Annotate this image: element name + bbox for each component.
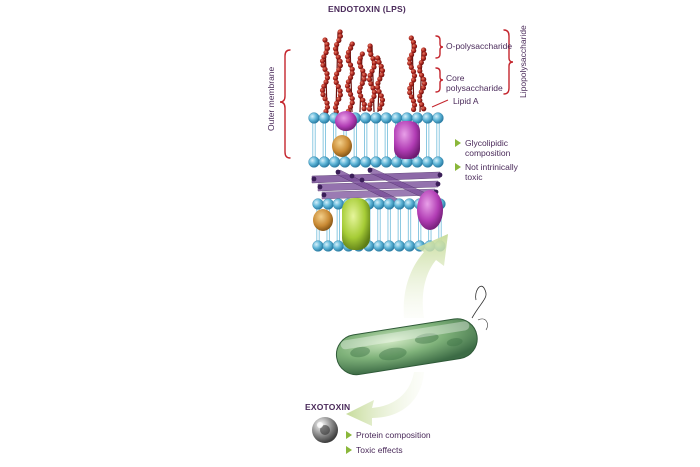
bullet-triangle-icon (455, 139, 461, 147)
core-bracket (435, 67, 444, 93)
bullet-triangle-icon (346, 431, 352, 439)
lipid-a-label: Lipid A (453, 96, 479, 106)
lipid-a-pointer (431, 99, 449, 108)
lps-chain (375, 55, 386, 113)
exotoxin-title: EXOTOXIN (305, 402, 351, 412)
endotoxin-property-1-line2: composition (465, 148, 511, 158)
lps-chain (332, 29, 343, 115)
endotoxin-property-1-line1: Glycolipidic (465, 138, 508, 148)
lps-chain (356, 51, 367, 113)
bullet-triangle-icon (346, 446, 352, 454)
arrow-down-left-icon (346, 372, 424, 426)
inner-membrane-protein-icon (417, 190, 443, 230)
lps-chain (344, 41, 355, 114)
outer-membrane-label: Outer membrane (266, 66, 276, 131)
transmembrane-protein-icon (342, 198, 370, 250)
exotoxin-sphere-icon (312, 417, 338, 443)
lps-chain (417, 47, 428, 113)
exotoxin-property-2-text: Toxic effects (356, 445, 403, 455)
core-label-line2: polysaccharide (446, 83, 503, 93)
endotoxin-property-1: Glycolipidic composition (455, 138, 510, 158)
o-polysaccharide-label: O-polysaccharide (446, 41, 513, 51)
lps-chain (407, 35, 418, 113)
endotoxin-property-2: Not intrinically toxic (455, 162, 518, 182)
lipopolysaccharide-bracket (503, 29, 514, 95)
arrow-up-icon (403, 234, 448, 318)
o-polysaccharide-bracket (435, 35, 444, 59)
bacterium-icon (335, 285, 488, 376)
exotoxin-property-1-text: Protein composition (356, 430, 431, 440)
endotoxin-property-1-text: Glycolipidic composition (465, 138, 510, 158)
bullet-triangle-icon (455, 163, 461, 171)
outer-membrane-protein-icon (332, 135, 352, 157)
lipopolysaccharide-label: Lipopolysaccharide (518, 25, 528, 98)
lps-chain-icon (319, 29, 428, 115)
lps-chain (366, 43, 378, 113)
core-label-line1: Core (446, 73, 465, 83)
lps-anchor-protein-icon (335, 111, 357, 131)
exotoxin-property-1: Protein composition (346, 430, 431, 440)
outer-membrane-bracket (279, 49, 291, 159)
porin-protein-icon (394, 121, 420, 159)
peptidoglycan-layer (311, 167, 443, 205)
endotoxin-title: ENDOTOXIN (LPS) (328, 4, 406, 14)
endotoxin-property-2-line2: toxic (465, 172, 483, 182)
endotoxin-property-2-line1: Not intrinically (465, 162, 518, 172)
exotoxin-property-2: Toxic effects (346, 445, 403, 455)
peripheral-protein-icon (313, 209, 333, 231)
lps-chain (319, 37, 331, 114)
membrane-bilayer-icon (308, 112, 444, 168)
endotoxin-property-2-text: Not intrinically toxic (465, 162, 518, 182)
